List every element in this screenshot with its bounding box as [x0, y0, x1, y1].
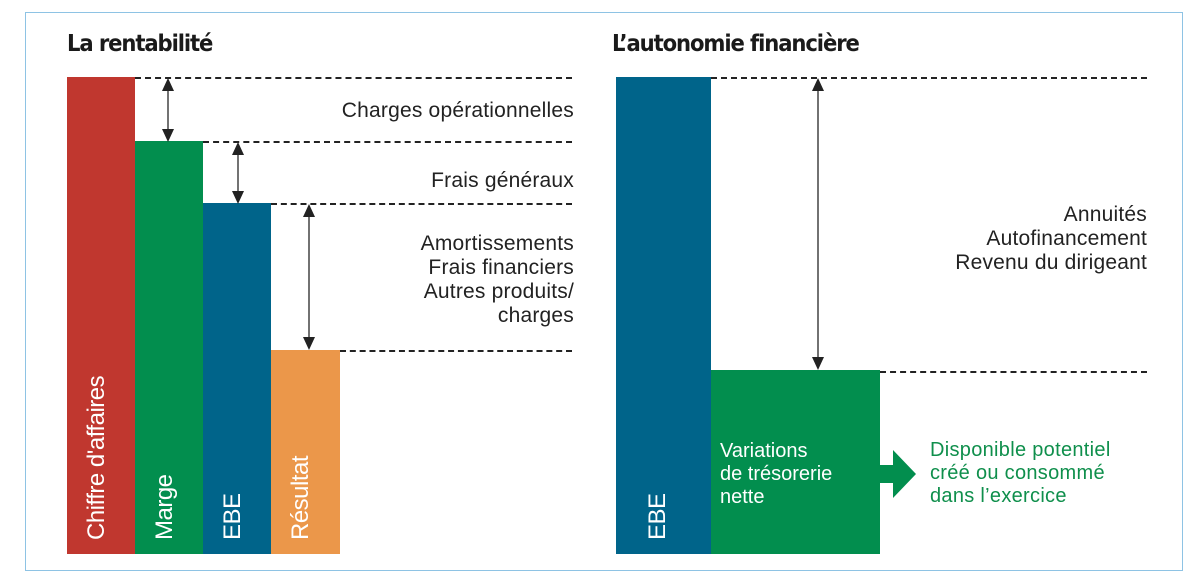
bar-ebe-right: EBE: [616, 77, 711, 554]
right-arrow-icon: [880, 450, 916, 498]
bar-label-ebe: EBE: [219, 493, 246, 540]
gap-label-line: Amortissements: [420, 232, 574, 255]
left-panel-title: La rentabilité: [67, 31, 213, 57]
gap-label-charges-operationnelles: Charges opérationnelles: [342, 99, 574, 123]
bar-label-line: nette: [720, 486, 765, 508]
right-panel-title: L’autonomie financière: [612, 31, 860, 57]
dashed-line-resultat: [340, 350, 572, 352]
gap-label-line: charges: [497, 304, 574, 327]
outcome-label-line: dans l’exercice: [930, 485, 1067, 507]
gap-label-amortissements: Amortissements Frais financiers Autres p…: [421, 232, 574, 328]
double-arrow-icon: [162, 78, 174, 142]
bar-resultat: Résultat: [271, 350, 340, 554]
bar-label-line: Variations: [720, 440, 808, 462]
gap-label-line: Frais financiers: [428, 256, 574, 279]
gap-label-annuites: Annuités Autofinancement Revenu du dirig…: [955, 203, 1147, 275]
outcome-label: Disponible potentiel créé ou consommé da…: [930, 439, 1111, 508]
dashed-line-marge: [203, 141, 572, 143]
bar-label-variations-tresorerie: Variations de trésorerie nette: [720, 440, 832, 509]
dashed-line-ca: [135, 77, 572, 79]
bar-label-marge: Marge: [151, 474, 178, 540]
diagram-frame: [25, 12, 1183, 571]
bar-marge: Marge: [135, 141, 203, 554]
gap-label-line: Charges opérationnelles: [341, 99, 574, 122]
dashed-line-variations: [880, 371, 1147, 373]
outcome-label-line: Disponible potentiel: [930, 439, 1111, 461]
bar-variations-tresorerie: Variations de trésorerie nette: [711, 370, 880, 554]
gap-label-line: Annuités: [1063, 203, 1147, 226]
bar-label-chiffre-affaires: Chiffre d'affaires: [83, 375, 110, 540]
dashed-line-ebe: [271, 203, 572, 205]
gap-label-line: Autres produits/: [423, 280, 574, 303]
double-arrow-icon: [812, 78, 824, 370]
bar-chiffre-affaires: Chiffre d'affaires: [67, 77, 135, 554]
gap-label-line: Frais généraux: [431, 169, 574, 192]
gap-label-line: Revenu du dirigeant: [955, 251, 1147, 274]
bar-ebe: EBE: [203, 203, 271, 554]
outcome-label-line: créé ou consommé: [930, 462, 1105, 484]
gap-label-line: Autofinancement: [986, 227, 1147, 250]
bar-label-line: de trésorerie: [720, 463, 833, 485]
double-arrow-icon: [232, 142, 244, 204]
bar-label-resultat: Résultat: [287, 455, 314, 540]
gap-label-frais-generaux: Frais généraux: [431, 169, 574, 193]
double-arrow-icon: [303, 204, 315, 350]
bar-label-ebe-right: EBE: [644, 493, 671, 540]
dashed-line-ebe-right: [711, 77, 1147, 79]
